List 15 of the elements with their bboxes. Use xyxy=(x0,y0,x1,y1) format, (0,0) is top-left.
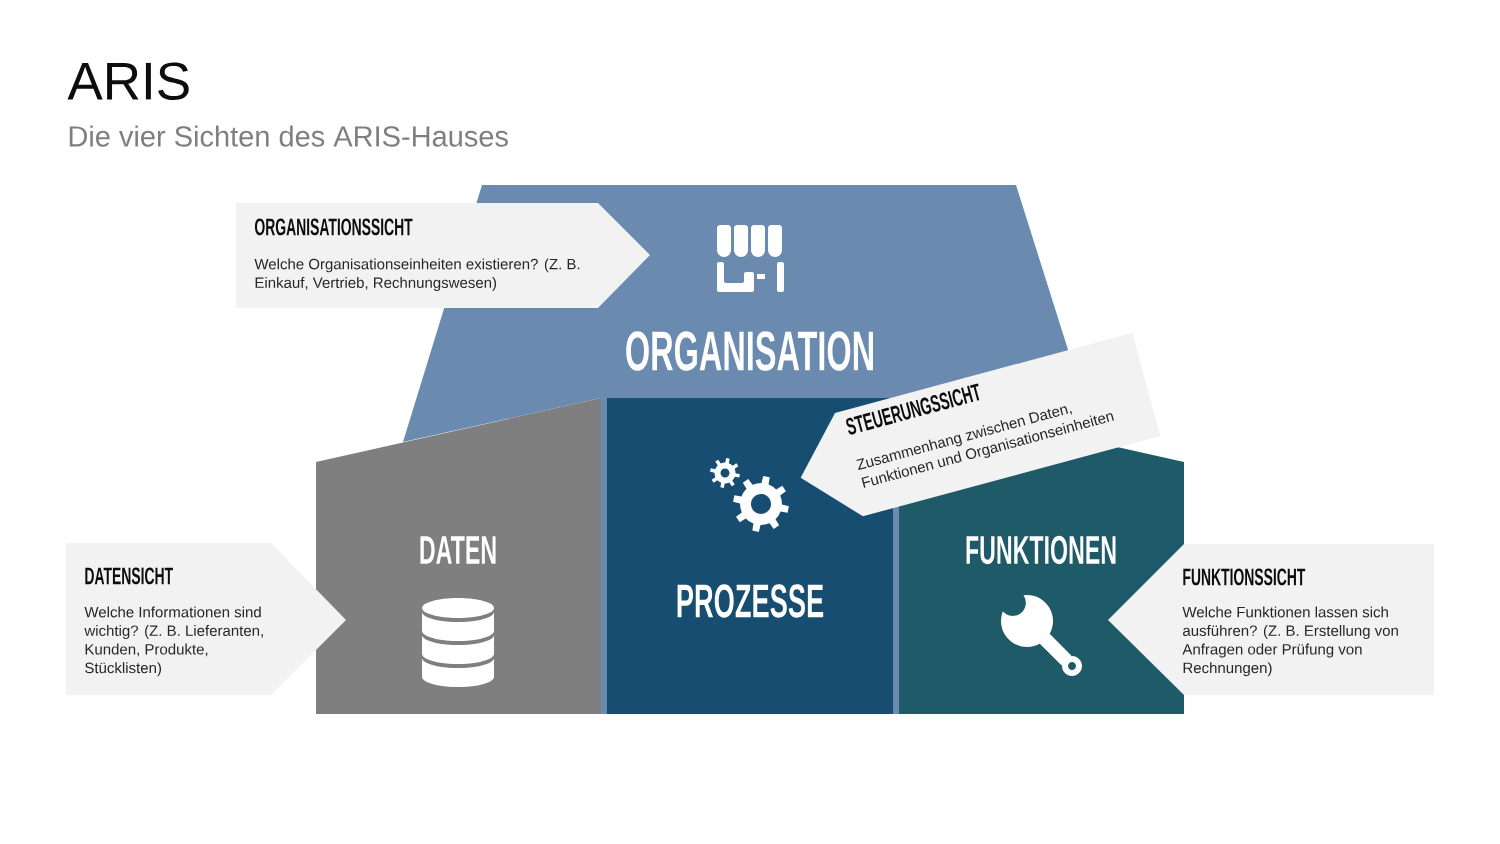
panel-heading: ORGANISATION xyxy=(626,331,873,371)
callout-arrow xyxy=(236,203,650,308)
panel-heading: FUNKTIONEN xyxy=(966,535,1116,565)
callout-heading: FUNKTIONSSICHT xyxy=(1183,568,1306,586)
callout-text: Welche Funktionen lassen sich ausführen? (Z. B. Erstellung von Anfragen oder Prüfung von Rechnungen) xyxy=(1182,606,1398,677)
callout-text: Welche Organisationseinheiten existieren? (Z. B. Einkauf, Vertrieb, Rechnungswesen) xyxy=(254,258,580,291)
callout-heading: ORGANISATIONSSICHT xyxy=(254,218,413,236)
subtitle: Die vier Sichten des ARIS-Hauses xyxy=(69,125,508,147)
panel-heading: PROZESSE xyxy=(677,584,824,618)
callout-text: Welche Informationen sind wichtig? (Z. B. Lieferanten, Kunden, Produkte, Stücklisten) xyxy=(84,606,263,677)
callout-heading: DATENSICHT xyxy=(85,567,173,585)
panel-heading: DATEN xyxy=(420,536,496,564)
wall-panel xyxy=(316,398,601,714)
title: ARIS xyxy=(67,62,189,100)
callout-arrow xyxy=(66,543,346,695)
